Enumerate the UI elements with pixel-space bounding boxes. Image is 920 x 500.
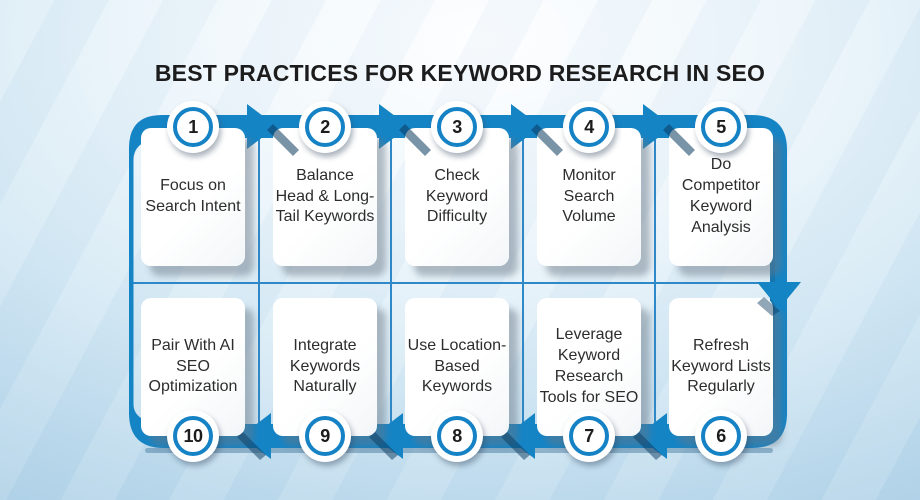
step-cell: 5 Do Competitor Keyword Analysis — [655, 100, 787, 284]
step-number: 9 — [320, 425, 330, 446]
step-number-ring: 9 — [305, 416, 345, 456]
step-cell: 2 Balance Head & Long-Tail Keywords — [259, 100, 391, 284]
step-number-badge: 4 — [563, 101, 615, 153]
step-label: Pair With AI SEO Optimization — [148, 336, 238, 396]
step-cell: 8 Use Location-Based Keywords — [391, 298, 523, 478]
step-number-ring: 2 — [305, 107, 345, 147]
step-number: 5 — [716, 116, 726, 137]
step-number-ring: 7 — [569, 416, 609, 456]
step-label: Balance Head & Long-Tail Keywords — [275, 166, 375, 226]
step-label: Leverage Keyword Research Tools for SEO — [539, 326, 639, 406]
step-cell: 4 Monitor Search Volume — [523, 100, 655, 284]
step-label: Integrate Keywords Naturally — [289, 336, 361, 396]
step-number-ring: 10 — [173, 416, 213, 456]
step-number: 10 — [183, 425, 203, 446]
page-title: BEST PRACTICES FOR KEYWORD RESEARCH IN S… — [154, 60, 766, 86]
step-number: 4 — [584, 116, 594, 137]
step-number: 8 — [452, 425, 462, 446]
step-cell: 9 Integrate Keywords Naturally — [259, 298, 391, 478]
step-number-ring: 6 — [701, 416, 741, 456]
step-number: 2 — [320, 116, 330, 137]
step-number-badge: 9 — [299, 410, 351, 462]
step-number-badge: 3 — [431, 101, 483, 153]
step-cell: 6 Refresh Keyword Lists Regularly — [655, 298, 787, 478]
step-number-badge: 5 — [695, 101, 747, 153]
step-number-ring: 5 — [701, 107, 741, 147]
step-number-badge: 6 — [695, 410, 747, 462]
step-label: Do Competitor Keyword Analysis — [681, 156, 761, 236]
step-label: Monitor Search Volume — [562, 166, 616, 226]
step-number: 7 — [584, 425, 594, 446]
step-label: Focus on Search Intent — [145, 177, 241, 215]
step-number-badge: 1 — [167, 101, 219, 153]
step-number: 1 — [188, 116, 198, 137]
step-number: 6 — [716, 425, 726, 446]
step-number-ring: 3 — [437, 107, 477, 147]
step-number-ring: 4 — [569, 107, 609, 147]
bottom-row: 10 Pair With AI SEO Optimization 9 Integ… — [127, 298, 787, 478]
step-label: Use Location-Based Keywords — [407, 336, 507, 396]
step-label: Refresh Keyword Lists Regularly — [671, 336, 771, 396]
step-cell: 3 Check Keyword Difficulty — [391, 100, 523, 284]
step-number-badge: 7 — [563, 410, 615, 462]
step-number-ring: 1 — [173, 107, 213, 147]
step-number-badge: 10 — [167, 410, 219, 462]
step-cell: 10 Pair With AI SEO Optimization — [127, 298, 259, 478]
step-number-badge: 2 — [299, 101, 351, 153]
top-row: 1 Focus on Search Intent 2 Balance Head … — [127, 100, 787, 284]
step-number-badge: 8 — [431, 410, 483, 462]
step-cell: 7 Leverage Keyword Research Tools for SE… — [523, 298, 655, 478]
step-cell: 1 Focus on Search Intent — [127, 100, 259, 284]
step-number-ring: 8 — [437, 416, 477, 456]
step-label: Check Keyword Difficulty — [425, 166, 489, 226]
step-number: 3 — [452, 116, 462, 137]
